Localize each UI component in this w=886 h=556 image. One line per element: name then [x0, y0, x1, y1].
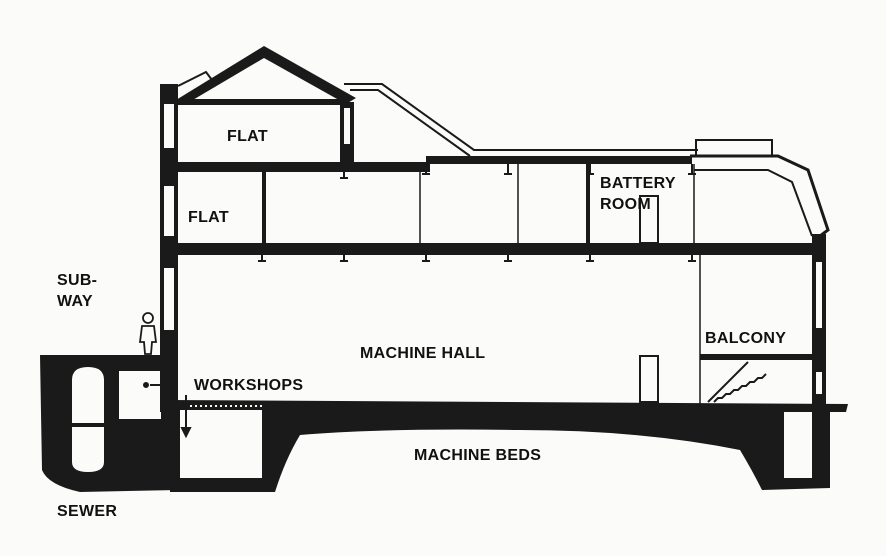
sloped-roof	[344, 83, 698, 151]
label-subway-1: SUB-	[57, 272, 97, 289]
right-wall	[812, 234, 826, 406]
label-flat-upper: FLAT	[227, 128, 268, 145]
battery-room-door	[639, 195, 659, 244]
sloped-roof-inner	[350, 89, 471, 157]
battery-floor-slab	[426, 156, 692, 164]
basement-structure	[40, 355, 848, 492]
label-balcony: BALCONY	[705, 330, 786, 347]
label-battery-room-1: BATTERY	[600, 175, 676, 192]
label-subway-2: WAY	[57, 293, 93, 310]
workshop-window	[117, 369, 163, 421]
right-pit	[784, 412, 812, 478]
roof-lantern	[695, 139, 773, 157]
label-sewer: SEWER	[57, 503, 117, 520]
right-roof-inner	[694, 169, 813, 237]
middle-floor-slab	[176, 243, 824, 255]
person-figure	[138, 312, 158, 355]
subway-tunnel	[72, 367, 104, 472]
machine-hall-door	[639, 355, 659, 403]
workshops-pit	[180, 410, 262, 478]
label-flat-lower: FLAT	[188, 209, 229, 226]
label-battery-room-2: ROOM	[600, 196, 651, 213]
workshop-arrows	[143, 382, 192, 439]
balcony-stair	[707, 361, 767, 403]
roof-chimney	[177, 70, 213, 87]
flat-roof	[176, 46, 356, 104]
ceiling-brackets	[258, 164, 696, 262]
columns	[262, 164, 701, 404]
label-machine-hall: MACHINE HALL	[360, 345, 485, 362]
left-wall	[160, 84, 178, 412]
upper-floor-slab	[176, 162, 430, 172]
balcony-slab	[700, 354, 814, 360]
machine-beds-mass	[170, 400, 848, 492]
label-machine-beds: MACHINE BEDS	[414, 447, 541, 464]
label-workshops: WORKSHOPS	[194, 377, 303, 394]
